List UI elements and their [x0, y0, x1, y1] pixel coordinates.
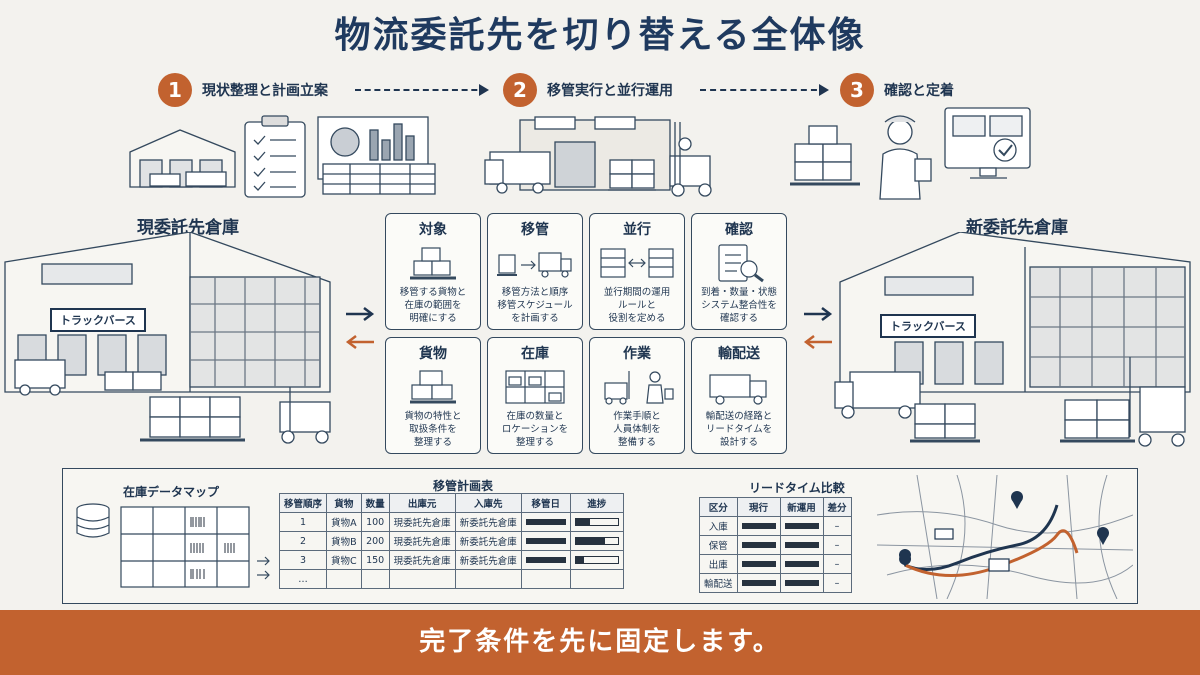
- boxes-on-pallet-icon: [410, 247, 456, 280]
- card-operations: 作業 作業手順と人員体制を整備する: [589, 337, 685, 454]
- progress-cell: [569, 550, 624, 570]
- card-target-desc: 移管する貨物と在庫の範囲を明確にする: [399, 287, 467, 324]
- card-cargo-title: 貨物: [419, 346, 447, 362]
- card-delivery: 輸配送 輸配送の経路とリードタイムを設計する: [691, 337, 787, 454]
- step-2-number: 2: [503, 73, 537, 107]
- new-warehouse-illustration: [834, 232, 1191, 447]
- progress-bar: [574, 537, 619, 545]
- card-cargo: 貨物 貨物の特性と取扱条件を整理する: [385, 337, 481, 454]
- forklift-worker-icon: [604, 371, 674, 405]
- card-verify: 確認 到着・数量・状態システム整合性を確認する: [691, 213, 787, 330]
- table-row: 2 貨物B 200 現委託先倉庫 新委託先倉庫: [278, 531, 624, 551]
- progress-bar: [574, 556, 619, 564]
- inventory-data-map: [76, 503, 270, 588]
- flow-arrows-right: [803, 307, 833, 349]
- leadtime-header-row: 区分 現行 新運用 差分: [699, 497, 852, 517]
- current-warehouse-label: 現委託先倉庫: [137, 218, 239, 238]
- card-operations-title: 作業: [623, 346, 651, 362]
- progress-cell: [569, 531, 624, 551]
- step-3-number: 3: [840, 73, 874, 107]
- data-panel: 在庫データマップ 移管計画表 移管順序 貨物 数量 出庫元 入庫先: [62, 468, 1138, 604]
- verification-illustration: [790, 107, 1031, 200]
- transfer-date-cell: [520, 512, 571, 532]
- truck-marker-icon: [934, 528, 954, 540]
- route-map: [877, 475, 1133, 599]
- step-3: 3 確認と定着: [840, 72, 954, 108]
- transfer-truck-icon: [497, 252, 572, 278]
- current-route: [904, 504, 1059, 571]
- new-route: [904, 529, 1079, 577]
- card-transfer-title: 移管: [521, 222, 549, 238]
- card-target-title: 対象: [419, 222, 447, 238]
- card-verify-title: 確認: [725, 222, 753, 238]
- transfer-date-cell: [520, 550, 571, 570]
- cargo-boxes-icon: [410, 370, 456, 404]
- current-warehouse-illustration: [4, 232, 331, 444]
- table-row: 輸配送 –: [699, 573, 852, 593]
- new-truck-berth-sign: トラックバース: [880, 314, 976, 338]
- step-arrow-1: [355, 84, 489, 96]
- card-parallel-title: 並行: [623, 222, 651, 238]
- transfer-date-cell: [520, 531, 571, 551]
- footer-banner: 完了条件を先に固定します。: [0, 610, 1200, 675]
- table-row: 保管 –: [699, 535, 852, 555]
- table-row: 3 貨物C 150 現委託先倉庫 新委託先倉庫: [278, 550, 624, 570]
- card-delivery-title: 輸配送: [718, 346, 760, 362]
- card-parallel: 並行 並行期間の運用ルールと役割を定める: [589, 213, 685, 330]
- step-3-label: 確認と定着: [884, 83, 954, 99]
- card-transfer-desc: 移管方法と順序移管スケジュールを計画する: [497, 287, 573, 324]
- card-parallel-desc: 並行期間の運用ルールと役割を定める: [603, 287, 671, 324]
- flow-arrows-left: [345, 307, 375, 349]
- step-1: 1 現状整理と計画立案: [158, 72, 328, 108]
- transfer-illustration: [484, 116, 712, 197]
- new-warehouse-label: 新委託先倉庫: [966, 218, 1068, 238]
- planning-illustration: [129, 115, 436, 198]
- card-verify-desc: 到着・数量・状態システム整合性を確認する: [700, 287, 777, 324]
- inventory-rack-icon: [505, 370, 565, 404]
- table-row: 入庫 –: [699, 516, 852, 536]
- table-row: …: [278, 569, 624, 589]
- transfer-plan-header-row: 移管順序 貨物 数量 出庫元 入庫先 移管日 進捗: [278, 493, 624, 513]
- checklist-magnifier-icon: [718, 244, 764, 283]
- card-target: 対象 移管する貨物と在庫の範囲を明確にする: [385, 213, 481, 330]
- card-inventory-desc: 在庫の数量とロケーションを整理する: [501, 411, 569, 448]
- leadtime-title: リードタイム比較: [749, 481, 845, 495]
- step-1-label: 現状整理と計画立案: [202, 83, 328, 99]
- planning-card-grid: 対象 移管する貨物と在庫の範囲を明確にする 移管 移管方法と順序移管スケジュール…: [385, 213, 789, 457]
- page-title: 物流委託先を切り替える全体像: [334, 15, 866, 56]
- transfer-plan-table: 移管順序 貨物 数量 出庫元 入庫先 移管日 進捗 1 貨物A 100 現委託先…: [278, 493, 624, 589]
- delivery-truck-icon: [709, 374, 767, 405]
- current-truck-berth-sign: トラックバース: [50, 308, 146, 332]
- card-transfer: 移管 移管方法と順序移管スケジュールを計画する: [487, 213, 583, 330]
- table-row: 1 貨物A 100 現委託先倉庫 新委託先倉庫: [278, 512, 624, 532]
- progress-cell: [569, 512, 624, 532]
- table-row: 出庫 –: [699, 554, 852, 574]
- step-2-label: 移管実行と並行運用: [547, 83, 673, 99]
- parallel-racks-icon: [600, 248, 674, 278]
- card-delivery-desc: 輸配送の経路とリードタイムを設計する: [705, 411, 773, 448]
- step-2: 2 移管実行と並行運用: [503, 72, 673, 108]
- step-1-number: 1: [158, 73, 192, 107]
- card-inventory: 在庫 在庫の数量とロケーションを整理する: [487, 337, 583, 454]
- card-inventory-title: 在庫: [521, 346, 549, 362]
- truck-marker-icon: [988, 558, 1010, 572]
- step-arrow-2: [700, 84, 829, 96]
- card-cargo-desc: 貨物の特性と取扱条件を整理する: [404, 411, 462, 448]
- inventory-map-title: 在庫データマップ: [123, 485, 220, 499]
- leadtime-table: 区分 現行 新運用 差分 入庫 – 保管 – 出庫 – 輸配送 –: [699, 497, 852, 593]
- transfer-plan-title: 移管計画表: [433, 479, 494, 493]
- card-operations-desc: 作業手順と人員体制を整備する: [613, 411, 661, 448]
- progress-bar: [574, 518, 619, 526]
